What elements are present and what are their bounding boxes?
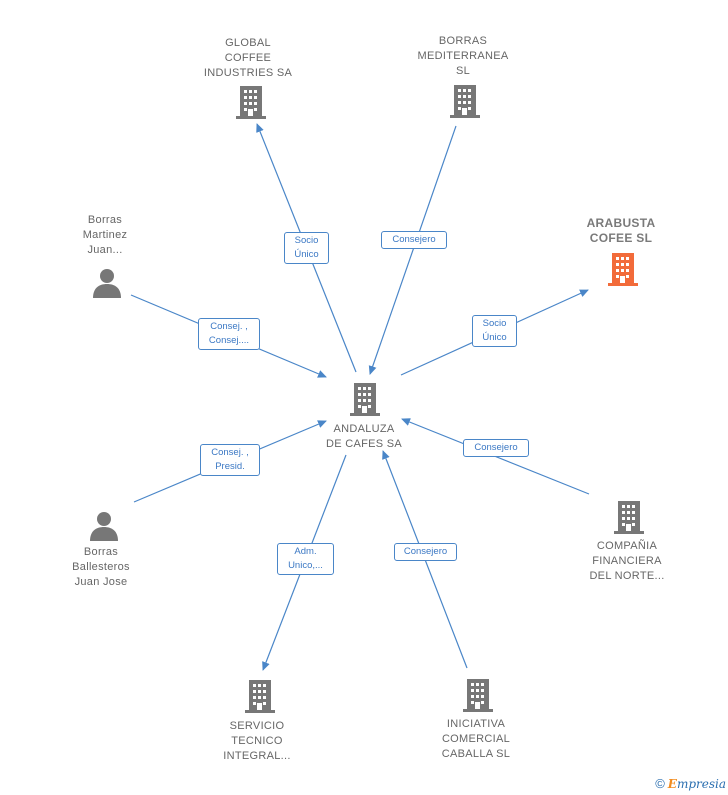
edge-label-line: Consej. ,	[211, 447, 249, 458]
label-line: FINANCIERA	[592, 555, 662, 567]
building-icon	[350, 383, 380, 416]
edge-label-line: Consejero	[392, 234, 436, 245]
brand-initial: E	[667, 777, 677, 791]
label-line: BORRAS	[438, 35, 488, 47]
building-icon	[450, 85, 480, 118]
label-line: COMPAÑIA	[596, 540, 658, 552]
node-global-coffee-label[interactable]: GLOBAL COFFEE INDUSTRIES SA	[188, 36, 308, 81]
person-icon	[90, 512, 118, 541]
node-servicio-label[interactable]: SERVICIO TECNICO INTEGRAL...	[197, 719, 317, 764]
label-line: MEDITERRANEA	[417, 50, 509, 62]
label-line: COFFEE	[224, 52, 272, 64]
building-icon	[236, 86, 266, 119]
edge-label-line: Adm.	[294, 546, 317, 557]
edge-label-line: Consejero	[474, 442, 518, 453]
edge-label-socio-unico: Socio Único	[284, 232, 329, 264]
building-icon	[614, 501, 644, 534]
empresia-logo: ©Empresia	[655, 776, 726, 791]
edge-label-consejero: Consejero	[381, 231, 447, 249]
edge-label-line: Consej....	[208, 335, 250, 346]
edge-label-line: Presid.	[215, 461, 245, 472]
label-line: TECNICO	[231, 735, 283, 747]
label-line: COMERCIAL	[441, 733, 511, 745]
building-icon	[463, 679, 493, 712]
edge-label-consej-presid: Consej. , Presid.	[200, 444, 260, 476]
edge-label-line: Consej. ,	[210, 321, 248, 332]
label-line: Ballesteros	[72, 561, 130, 573]
node-borras-martinez-label[interactable]: Borras Martinez Juan...	[55, 213, 155, 258]
label-line: ARABUSTA	[586, 216, 656, 230]
node-iniciativa-label[interactable]: INICIATIVA COMERCIAL CABALLA SL	[416, 717, 536, 762]
label-line: DEL NORTE...	[589, 570, 665, 582]
label-line: SERVICIO	[229, 720, 285, 732]
edge-label-line: Socio	[482, 318, 507, 329]
edge-label-line: Socio	[294, 235, 319, 246]
label-line: Borras	[83, 546, 119, 558]
label-line: CABALLA SL	[441, 748, 511, 760]
label-line: GLOBAL	[225, 37, 271, 49]
copyright-icon: ©	[655, 776, 665, 791]
label-line: Borras	[87, 214, 123, 226]
label-line: COFEE SL	[589, 231, 653, 245]
edge-label-line: Único	[482, 332, 507, 343]
label-line: SL	[455, 65, 471, 77]
edge-label-socio-unico: Socio Único	[472, 315, 517, 347]
label-line: Juan Jose	[74, 576, 128, 588]
edge-label-consejero: Consejero	[394, 543, 457, 561]
label-line: INTEGRAL...	[223, 750, 291, 762]
edge-label-adm-unico: Adm. Unico,...	[277, 543, 334, 575]
node-compania-label[interactable]: COMPAÑIA FINANCIERA DEL NORTE...	[567, 539, 687, 584]
edge-label-consej: Consej. , Consej....	[198, 318, 260, 350]
person-icon	[93, 269, 121, 298]
node-borras-ballesteros-label[interactable]: Borras Ballesteros Juan Jose	[51, 545, 151, 590]
edge-label-line: Unico,...	[288, 560, 323, 571]
building-icon-highlight	[608, 253, 638, 286]
label-line: Juan...	[87, 244, 123, 256]
building-icon	[245, 680, 275, 713]
brand-name: mpresia	[676, 777, 726, 791]
label-line: Martinez	[82, 229, 128, 241]
edge-label-consejero: Consejero	[463, 439, 529, 457]
node-arabusta-label[interactable]: ARABUSTA COFEE SL	[561, 216, 681, 246]
label-line: INDUSTRIES SA	[203, 67, 293, 79]
label-line: INICIATIVA	[446, 718, 506, 730]
edge-label-line: Consejero	[403, 546, 448, 557]
label-line: DE CAFES SA	[325, 438, 403, 450]
edge-borras-mediterranea-andaluza	[368, 125, 457, 375]
node-borras-mediterranea-label[interactable]: BORRAS MEDITERRANEA SL	[403, 34, 523, 79]
label-line: ANDALUZA	[333, 423, 395, 435]
node-andaluza-label[interactable]: ANDALUZA DE CAFES SA	[304, 422, 424, 452]
edge-label-line: Único	[294, 249, 319, 260]
